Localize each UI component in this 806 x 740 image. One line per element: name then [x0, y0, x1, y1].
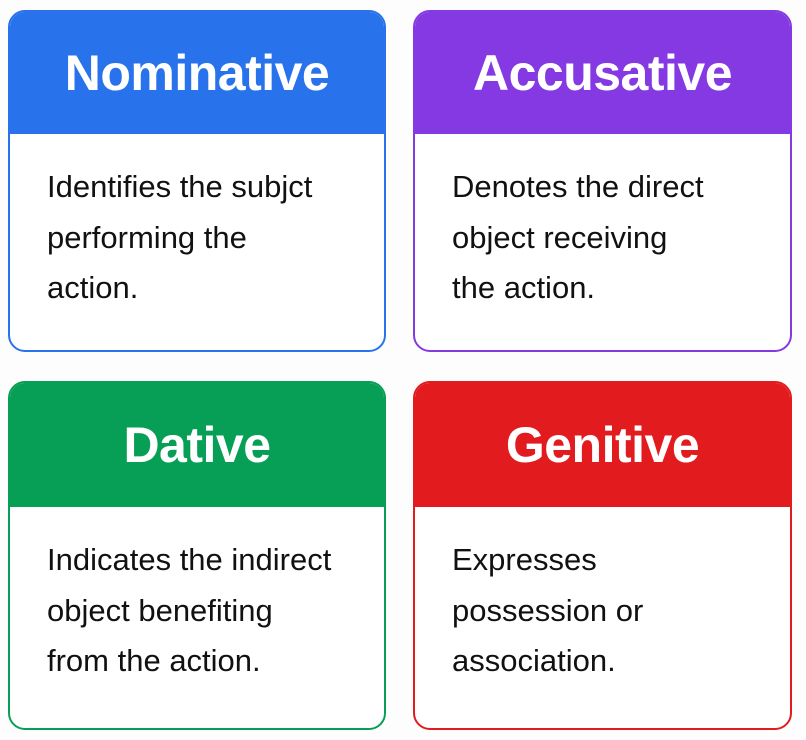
card-description: Denotes the direct object receiving the …: [415, 134, 790, 314]
card-dative: Dative Indicates the indirect object ben…: [8, 381, 386, 730]
description-line: from the action.: [47, 643, 261, 678]
description-line: possession or: [452, 592, 644, 628]
description-line: object receiving: [452, 219, 668, 255]
description-line: action.: [47, 270, 139, 305]
card-title: Accusative: [472, 45, 733, 101]
card-title: Nominative: [64, 45, 330, 101]
card-nominative: Nominative Identifies the subjct perform…: [8, 10, 386, 352]
card-header: Genitive: [415, 383, 790, 507]
card-header: Accusative: [415, 12, 790, 134]
card-header: Dative: [10, 383, 384, 507]
card-description: Expresses possession or association.: [415, 507, 790, 687]
card-genitive: Genitive Expresses possession or associa…: [413, 381, 792, 730]
card-title: Genitive: [505, 417, 700, 473]
description-line: the action.: [452, 270, 596, 305]
description-line: Denotes the direct: [452, 169, 704, 204]
card-title: Dative: [123, 417, 271, 473]
description-line: association.: [452, 643, 616, 678]
card-description: Indicates the indirect object benefiting…: [10, 507, 384, 687]
description-line: object benefiting: [47, 592, 273, 628]
description-line: Indicates the indirect: [47, 542, 332, 577]
description-line: performing the: [47, 219, 247, 255]
description-line: Expresses: [452, 542, 597, 577]
description-line: Identifies the subjct: [47, 169, 313, 204]
card-header: Nominative: [10, 12, 384, 134]
card-description: Identifies the subjct performing the act…: [10, 134, 384, 314]
card-accusative: Accusative Denotes the direct object rec…: [413, 10, 792, 352]
